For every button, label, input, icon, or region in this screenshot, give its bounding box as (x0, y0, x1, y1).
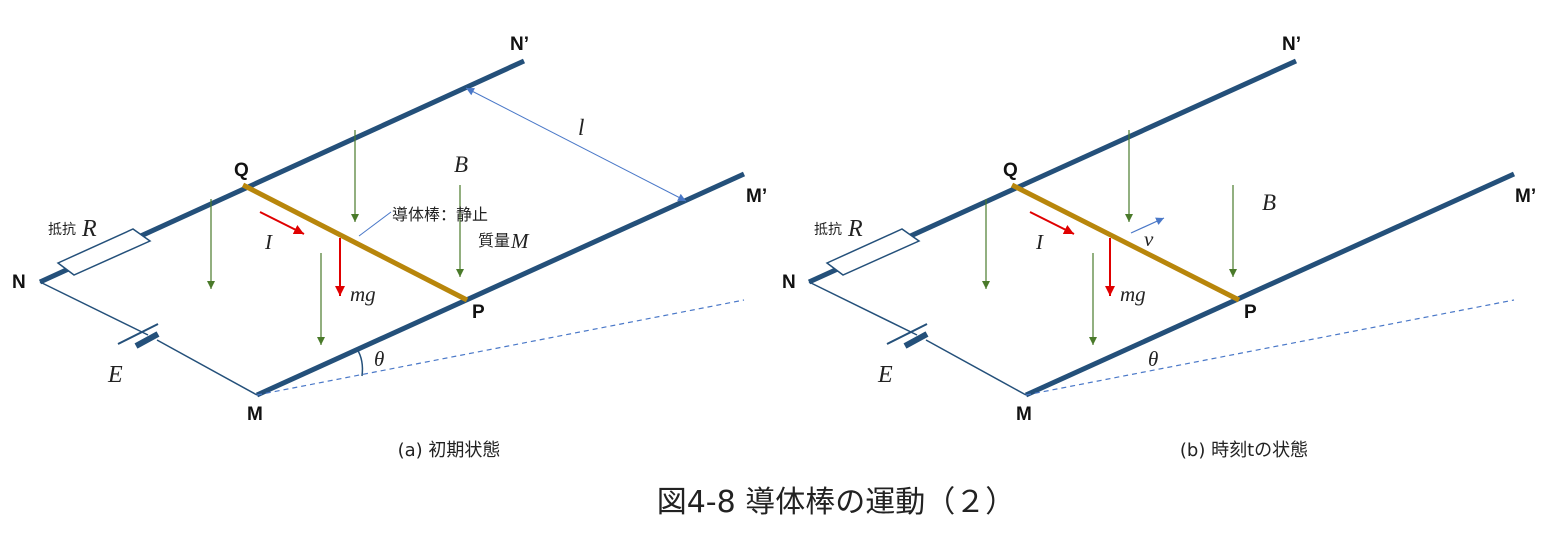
rail-m (255, 171, 746, 398)
current-symbol: I (1035, 230, 1044, 254)
current-arrow (259, 211, 305, 235)
point-label-m: M (1016, 404, 1032, 425)
rod-mass-symbol: M (510, 229, 530, 253)
wire-n-battery (808, 281, 918, 336)
velocity-symbol: v (1144, 227, 1154, 251)
rod-note-line2: 質量 (478, 231, 510, 250)
figure-title: 図4-8 導体棒の運動（２） (657, 485, 1016, 520)
battery-symbol: E (107, 362, 123, 388)
panel-b: N N’ Q M’ P M 抵抗 R E B I mg θ v (b) 時刻tの… (782, 34, 1536, 461)
wire-battery-m (925, 339, 1027, 396)
width-dimension (465, 87, 687, 202)
reference-line (1025, 299, 1515, 396)
conductor-rod (1010, 182, 1241, 303)
current-arrow (1029, 211, 1075, 235)
point-label-n-prime: N’ (1282, 34, 1301, 55)
point-label-n-prime: N’ (510, 34, 529, 55)
angle-symbol: θ (374, 347, 384, 371)
point-label-m: M (247, 404, 263, 425)
point-label-q: Q (1003, 160, 1018, 181)
resistor-label: 抵抗 (48, 222, 76, 238)
point-label-p: P (472, 302, 485, 323)
point-label-m-prime: M’ (746, 186, 767, 207)
battery-plate-long (117, 323, 159, 345)
panel-a-caption: (a) 初期状態 (398, 440, 501, 461)
resistor (56, 228, 152, 276)
resistor (825, 228, 921, 276)
wire-battery-m (156, 339, 258, 396)
panel-a: N N’ Q M’ P M 抵抗 R E B I mg θ l 導体棒：静止 質… (12, 34, 767, 461)
field-symbol: B (454, 152, 468, 177)
point-label-q: Q (234, 160, 249, 181)
length-symbol: l (578, 115, 584, 140)
field-symbol: B (1262, 190, 1276, 215)
point-label-p: P (1244, 302, 1257, 323)
conductor-rod (241, 182, 469, 303)
resistor-label: 抵抗 (814, 222, 842, 238)
point-label-n: N (12, 272, 26, 293)
reference-line (256, 299, 745, 396)
angle-symbol: θ (1148, 347, 1158, 371)
resistor-symbol: R (81, 216, 97, 242)
rod-note-leader (358, 211, 392, 237)
resistor-symbol: R (847, 216, 863, 242)
point-label-m-prime: M’ (1515, 186, 1536, 207)
gravity-symbol: mg (1120, 282, 1146, 306)
current-symbol: I (264, 230, 273, 254)
battery-plate-short (903, 331, 929, 349)
panel-b-caption: (b) 時刻tの状態 (1180, 440, 1308, 461)
battery-plate-short (134, 331, 160, 349)
velocity-arrow (1130, 217, 1165, 234)
point-label-n: N (782, 272, 796, 293)
battery-symbol: E (877, 362, 893, 388)
gravity-symbol: mg (350, 282, 376, 306)
battery-plate-long (886, 323, 928, 345)
wire-n-battery (39, 281, 149, 336)
rail-m (1024, 171, 1516, 398)
rod-note-line1: 導体棒：静止 (392, 205, 488, 224)
angle-arc (356, 348, 364, 377)
